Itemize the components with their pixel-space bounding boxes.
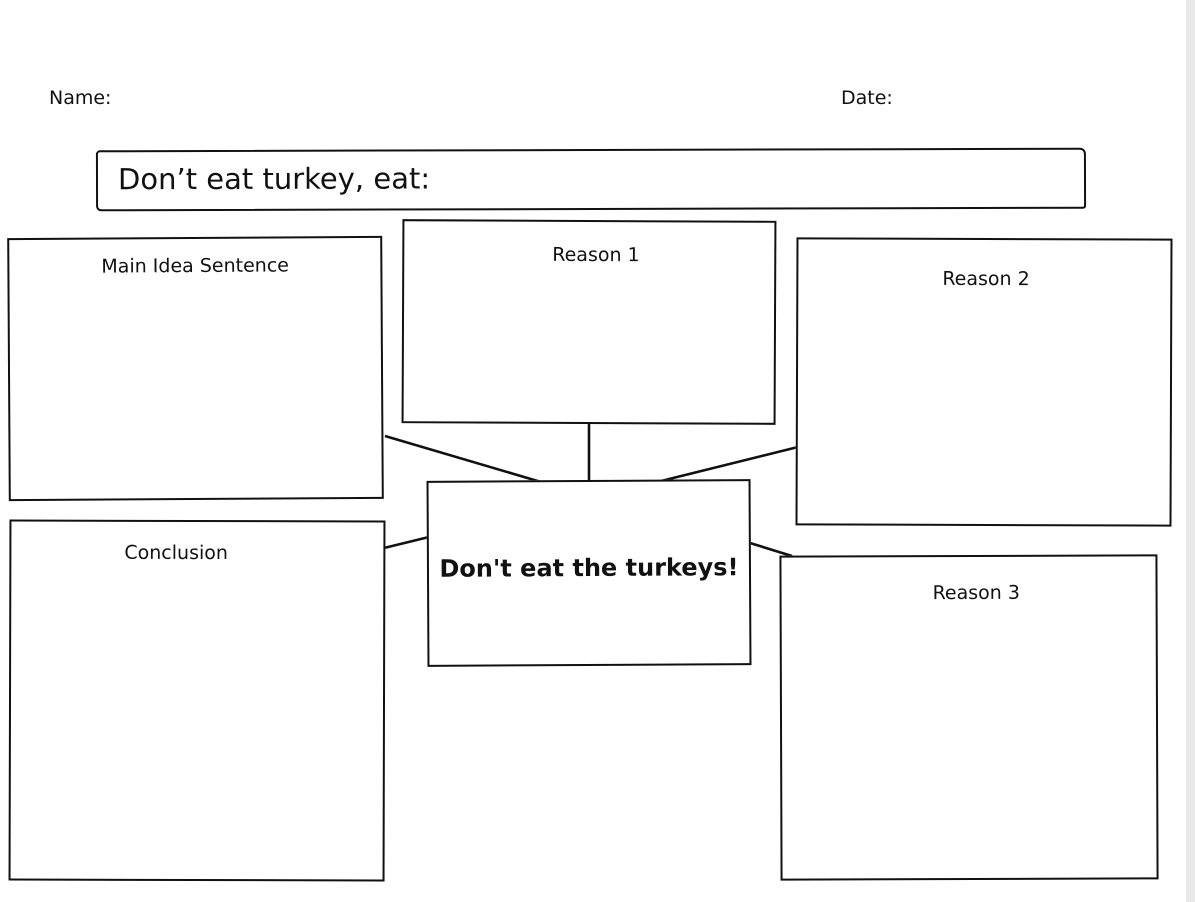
connector-conclusion [383, 535, 430, 550]
main-idea-label: Main Idea Sentence [101, 254, 289, 278]
reason-2-label: Reason 2 [942, 267, 1030, 291]
reason-3-label: Reason 3 [932, 581, 1020, 605]
connector-reason-3 [749, 541, 793, 558]
conclusion-box: Conclusion [8, 519, 386, 882]
name-label: Name: [49, 87, 112, 109]
date-label: Date: [841, 87, 893, 109]
reason-3-box: Reason 3 [779, 554, 1159, 881]
reason-2-box: Reason 2 [795, 237, 1173, 527]
central-topic-box: Don't eat the turkeys! [426, 479, 752, 667]
main-idea-box: Main Idea Sentence [7, 235, 384, 502]
scrollbar-track[interactable] [1186, 0, 1195, 902]
connector-reason-2 [656, 445, 799, 484]
reason-1-label: Reason 1 [552, 243, 640, 267]
reason-1-box: Reason 1 [401, 219, 777, 425]
conclusion-label: Conclusion [124, 541, 228, 565]
central-topic-text: Don't eat the turkeys! [439, 553, 739, 583]
connector-main-idea [384, 434, 542, 484]
